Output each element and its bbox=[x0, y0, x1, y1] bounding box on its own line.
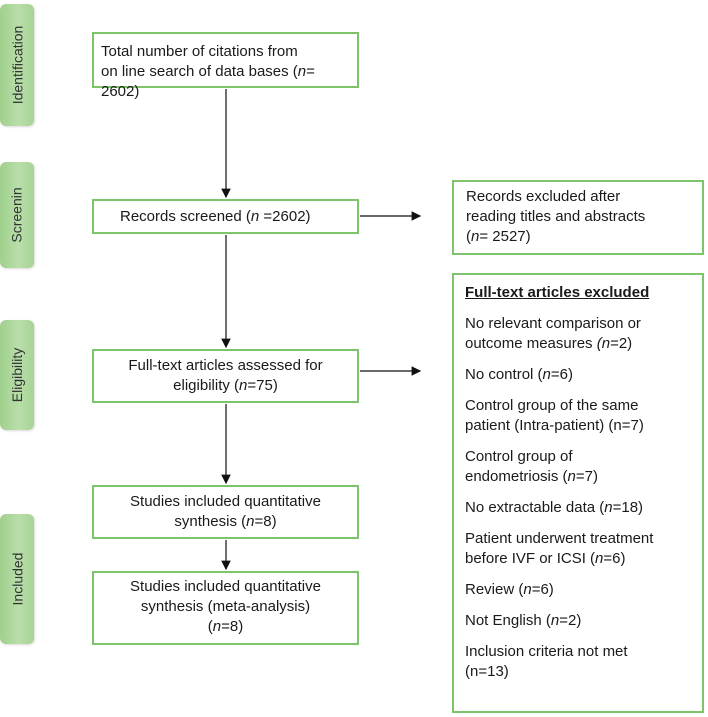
box-fulltext-excluded: Full-text articles excluded No relevant … bbox=[452, 273, 704, 713]
stage-label-included: Included bbox=[9, 552, 25, 606]
excluded-reason-no-control: No control (n=6) bbox=[465, 366, 573, 383]
screened-line: Records screened (n =2602) bbox=[120, 208, 311, 225]
stage-label-identification: Identification bbox=[9, 25, 26, 105]
meta-line2: synthesis (meta-analysis) bbox=[140, 598, 311, 615]
stage-tab-included: Included bbox=[0, 514, 34, 644]
total-line2: on line search of data bases (n= 2602) bbox=[101, 63, 315, 100]
total-line1: Total number of citations from bbox=[101, 43, 298, 60]
excl-records-line3: (n= 2527) bbox=[466, 228, 531, 245]
excluded-reason-intra-patient-control: Control group of the same patient (Intra… bbox=[465, 397, 644, 434]
box-records-excluded: Records excluded after reading titles an… bbox=[452, 180, 704, 255]
included-line2: synthesis (n=8) bbox=[174, 513, 277, 530]
stage-label-screening: Screenin bbox=[9, 187, 26, 243]
excluded-reason-no-extractable-data: No extractable data (n=18) bbox=[465, 499, 644, 516]
excluded-reason-no-relevant-comparison: No relevant comparison or outcome measur… bbox=[465, 315, 641, 352]
excluded-reason-review: Review (n=6) bbox=[465, 581, 554, 598]
assessed-line2: eligibility (n=75) bbox=[173, 377, 278, 394]
stage-label-eligibility: Eligibility bbox=[9, 347, 25, 403]
excluded-reason-prior-treatment: Patient underwent treatment before IVF o… bbox=[465, 530, 654, 567]
assessed-line1: Full-text articles assessed for bbox=[128, 357, 323, 374]
included-line1: Studies included quantitative bbox=[130, 493, 321, 510]
stage-tab-eligibility: Eligibility bbox=[0, 320, 34, 430]
excluded-title: Full-text articles excluded bbox=[465, 284, 650, 301]
meta-line1: Studies included quantitative bbox=[130, 578, 321, 595]
box-studies-included-meta-analysis: Studies included quantitative synthesis … bbox=[92, 571, 359, 645]
stage-tab-identification: Identification bbox=[0, 4, 34, 126]
excl-records-line2: reading titles and abstracts bbox=[466, 208, 646, 225]
excluded-reason-criteria-not-met: Inclusion criteria not met (n=13) bbox=[465, 643, 628, 680]
box-records-screened: Records screened (n =2602) bbox=[92, 199, 359, 234]
excl-records-line1: Records excluded after bbox=[466, 188, 621, 205]
box-total-citations: Total number of citations from on line s… bbox=[92, 32, 359, 100]
box-fulltext-assessed: Full-text articles assessed for eligibil… bbox=[92, 349, 359, 403]
box-studies-included-quantitative: Studies included quantitative synthesis … bbox=[92, 485, 359, 539]
stage-tab-screening: Screenin bbox=[0, 162, 34, 268]
excluded-reason-endometriosis-control: Control group of endometriosis (n=7) bbox=[465, 448, 598, 485]
excluded-reason-not-english: Not English (n=2) bbox=[465, 612, 582, 629]
meta-line3: (n=8) bbox=[207, 618, 244, 635]
